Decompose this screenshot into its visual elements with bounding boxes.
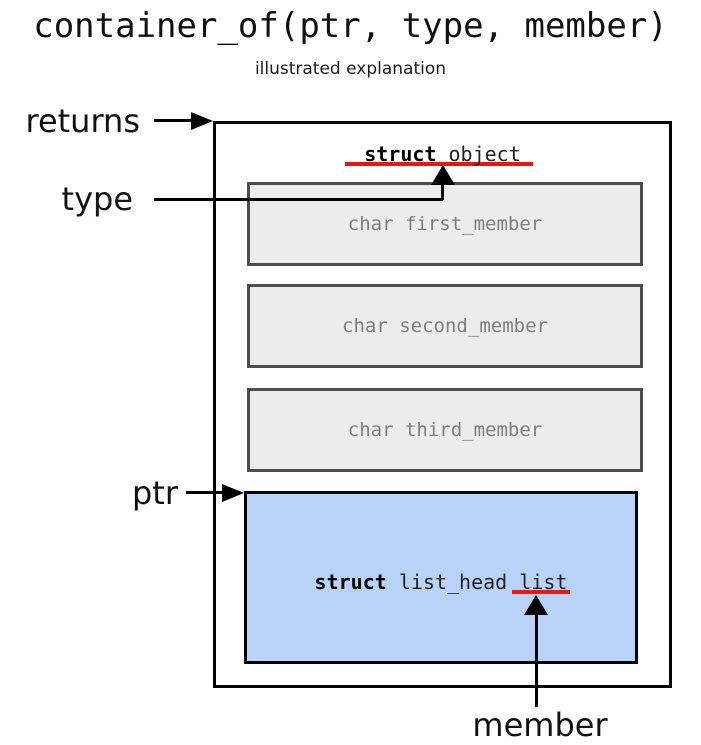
returns-label: returns <box>25 102 140 140</box>
type-arrowhead-icon <box>431 165 455 185</box>
member-arrow-line <box>535 613 538 707</box>
struct-object-label: struct object <box>213 142 672 166</box>
type-label: type <box>61 180 133 218</box>
ptr-label: ptr <box>131 474 178 512</box>
type-arrow-line-vertical <box>441 183 444 200</box>
list-head-member-label: struct list_head list <box>244 570 638 594</box>
member-box-first: char first_member <box>247 182 643 266</box>
ptr-arrowhead-icon <box>222 484 244 502</box>
type-highlight-underline <box>345 162 533 166</box>
diagram-title: container_of(ptr, type, member) <box>33 6 668 46</box>
member-highlight-underline <box>512 590 570 594</box>
member-label: member <box>472 706 608 744</box>
member-box-third-label: char third_member <box>347 419 543 441</box>
struct-keyword: struct <box>364 142 437 166</box>
diagram-subtitle: illustrated explanation <box>254 59 447 79</box>
list-field-name: list <box>519 570 568 594</box>
returns-arrowhead-icon <box>191 112 213 130</box>
type-arrow-line-horizontal <box>154 198 443 201</box>
ptr-arrow-line <box>186 491 226 494</box>
list-head-type-name: list_head <box>398 570 508 594</box>
returns-arrow-line <box>154 119 196 122</box>
member-box-second-label: char second_member <box>342 315 548 337</box>
member-box-first-label: char first_member <box>347 213 543 235</box>
struct-keyword: struct <box>314 570 387 594</box>
list-head-member-box <box>244 491 638 664</box>
member-box-second: char second_member <box>247 284 643 368</box>
member-arrowhead-icon <box>524 595 548 615</box>
member-box-third: char third_member <box>247 388 643 472</box>
object-name: object <box>448 142 521 166</box>
